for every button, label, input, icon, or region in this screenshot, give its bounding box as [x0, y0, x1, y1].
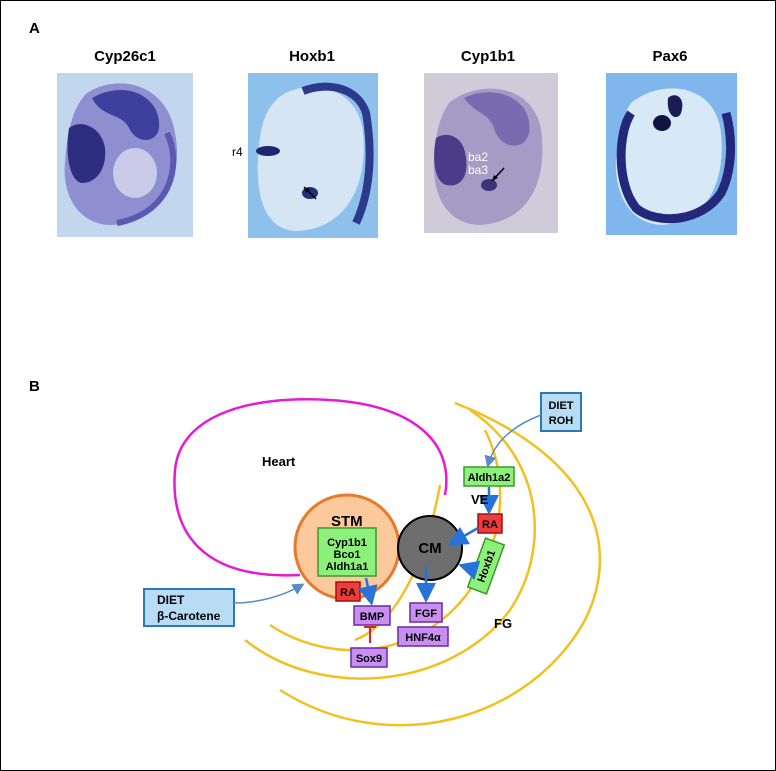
hnf4a-label: HNF4α	[405, 632, 441, 644]
diet-rol-line1: DIET	[548, 400, 573, 412]
hnf4a-box	[397, 626, 449, 647]
diet-bc-box	[143, 588, 235, 627]
label-r4: r4	[232, 145, 243, 159]
arrow-hoxb1-cm	[458, 560, 481, 580]
embryo-image-cyp26c1	[57, 73, 193, 237]
stm-genes-box	[317, 527, 377, 577]
embryo-image-cyp1b1	[424, 73, 558, 233]
arrow-diet-bc	[233, 583, 305, 604]
aldh1a2-label: Aldh1a2	[468, 472, 511, 484]
label-ba3: ba3	[468, 163, 489, 177]
stm-gene-2: Bco1	[334, 549, 361, 561]
fgf-label: FGF	[415, 608, 437, 620]
bmp-label: BMP	[360, 611, 384, 623]
stm-label: STM	[331, 513, 363, 530]
sox9-label: Sox9	[356, 653, 382, 665]
embryo-title-pax6: Pax6	[652, 48, 688, 65]
panel-b-letter: B	[29, 378, 40, 395]
embryo-drawing	[64, 83, 178, 226]
arrow-stm-bmp	[358, 577, 378, 606]
diet-rol-line2: ROH	[549, 415, 574, 427]
foregut-curve-middle	[244, 408, 536, 680]
embryo-drawing	[615, 88, 736, 225]
sox9-box	[350, 647, 388, 668]
stm-gene-1: Cyp1b1	[327, 537, 367, 549]
stm-gene-3: Aldh1a1	[326, 561, 369, 573]
diet-bc-line2: β-Carotene	[157, 609, 221, 623]
ra-label-ve: RA	[482, 519, 498, 531]
arrow-diet-rol	[484, 414, 542, 468]
cm-label: CM	[418, 540, 441, 557]
heart-loop	[173, 398, 448, 577]
fgf-box	[409, 602, 443, 623]
label-ba2: ba2	[468, 150, 489, 164]
diet-bc-line1: DIET	[157, 593, 185, 607]
embryo-image-pax6	[606, 73, 737, 235]
bmp-box	[353, 605, 391, 626]
embryo-title-hoxb1: Hoxb1	[289, 48, 335, 65]
cm-circle	[397, 515, 463, 581]
diet-rol-box	[540, 392, 582, 432]
embryo-image-hoxb1	[248, 73, 378, 238]
foregut-curve-outer	[279, 401, 602, 727]
embryo-drawing	[433, 88, 543, 225]
heart-label: Heart	[262, 454, 296, 469]
embryo-title-cyp26c1: Cyp26c1	[94, 48, 156, 65]
ra-label-stm: RA	[340, 587, 356, 599]
embryo-drawing	[256, 82, 374, 231]
embryo-title-cyp1b1: Cyp1b1	[460, 48, 516, 65]
ve-label: VE	[471, 492, 489, 507]
arrow-ra-cm	[447, 526, 479, 546]
panel-a-letter: A	[29, 20, 40, 37]
fg-label: FG	[494, 616, 512, 631]
